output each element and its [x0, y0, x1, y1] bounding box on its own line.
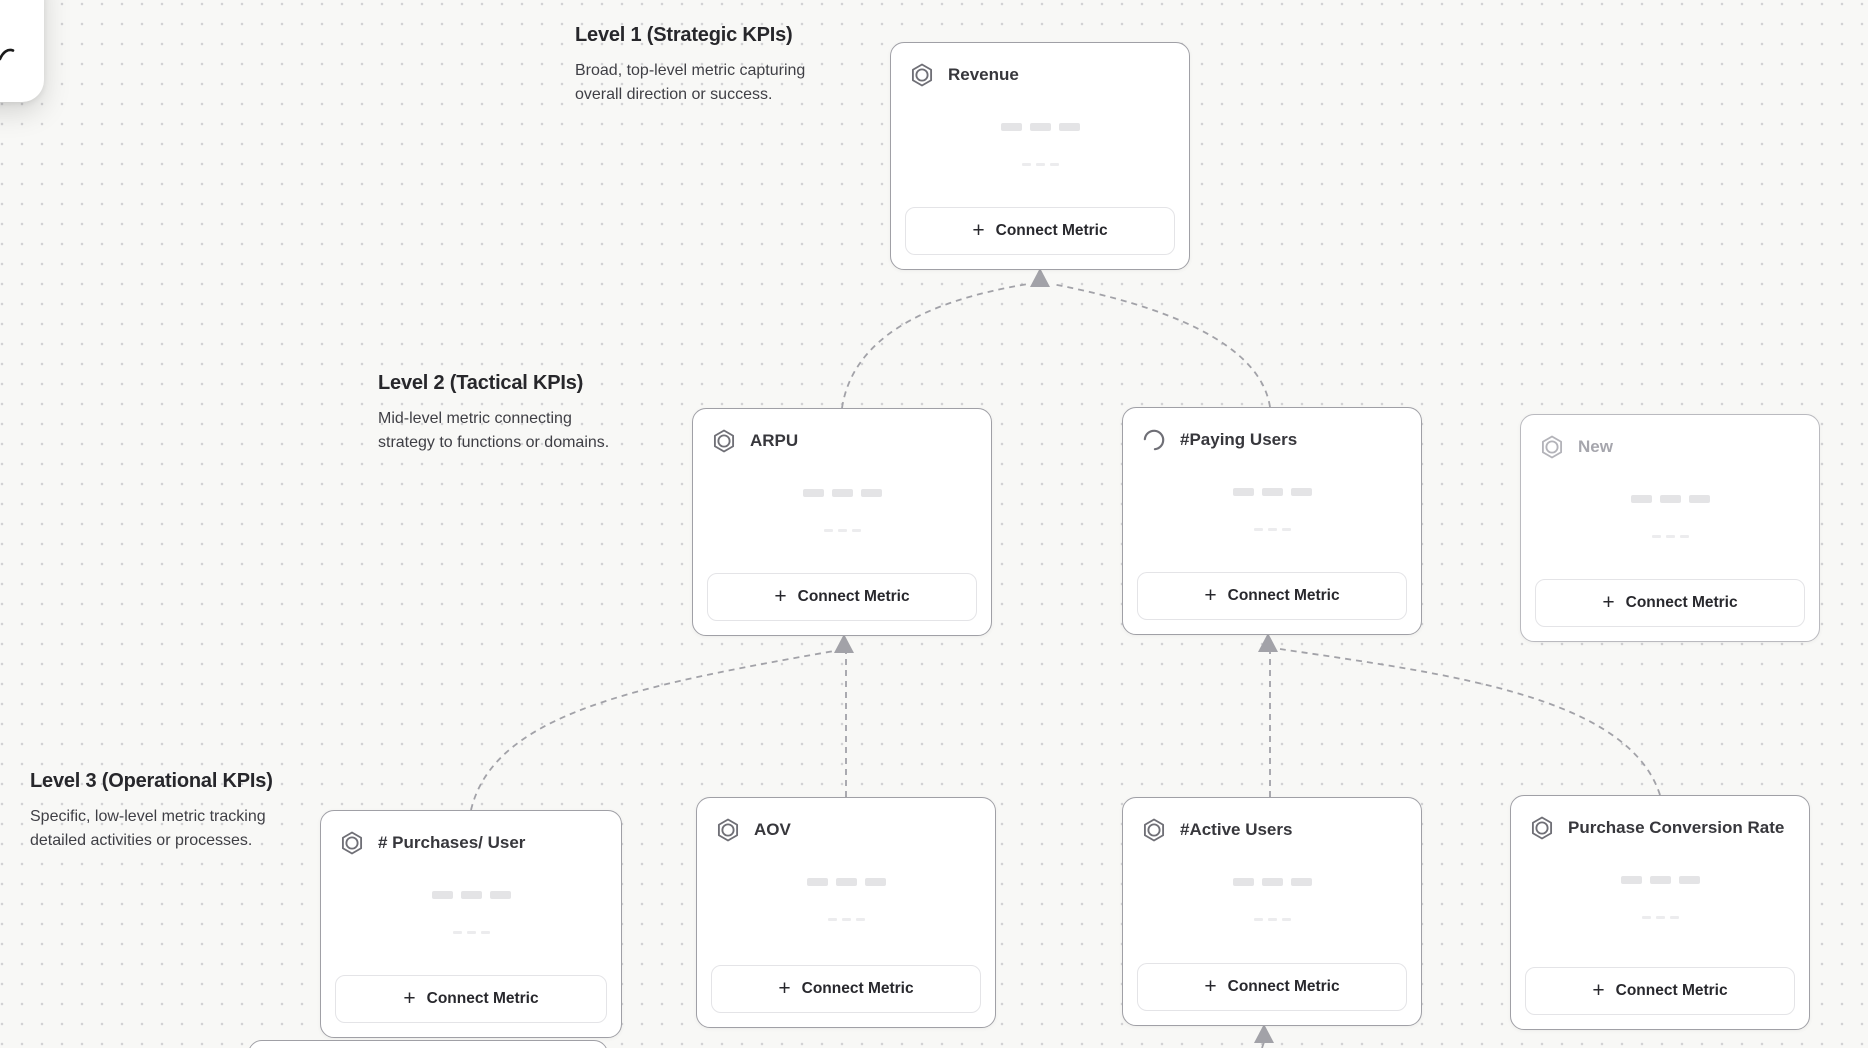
connect-metric-label: Connect Metric [995, 222, 1108, 239]
level-2-title: Level 2 (Tactical KPIs) [378, 372, 584, 394]
card-header: Revenue [891, 43, 1189, 88]
skeleton-placeholder [1123, 488, 1421, 496]
skeleton-placeholder [1511, 876, 1809, 884]
plus-icon: + [1602, 590, 1615, 614]
curved-arrow-icon [0, 48, 15, 61]
level-3-title: Level 3 (Operational KPIs) [30, 770, 273, 792]
connector-purchasesuser-to-arpu [470, 650, 835, 811]
metric-card-purchase-conversion-rate[interactable]: Purchase Conversion Rate + Connect Metri… [1510, 795, 1810, 1030]
connect-metric-button[interactable]: + Connect Metric [1137, 963, 1407, 1011]
metric-card-revenue[interactable]: Revenue + Connect Metric [890, 42, 1190, 270]
plus-icon: + [1204, 583, 1217, 607]
connect-metric-button[interactable]: + Connect Metric [905, 207, 1175, 255]
card-header: Purchase Conversion Rate [1511, 796, 1809, 841]
level-1-description-line2: overall direction or success. [575, 86, 773, 103]
plus-icon: + [403, 986, 416, 1010]
metric-hexagon-icon [1529, 815, 1555, 841]
connect-metric-button[interactable]: + Connect Metric [711, 965, 981, 1013]
connector-arpu-to-revenue [841, 283, 1029, 409]
card-header: # Purchases/ User [321, 811, 621, 856]
metric-card-new[interactable]: New + Connect Metric [1520, 414, 1820, 642]
card-title: New [1578, 437, 1613, 456]
metric-hexagon-icon [711, 428, 737, 454]
skeleton-placeholder [697, 918, 995, 921]
plus-icon: + [1592, 978, 1605, 1002]
metric-card-paying-users[interactable]: #Paying Users + Connect Metric [1122, 407, 1422, 635]
skeleton-placeholder [1521, 535, 1819, 538]
arrowhead-payingusers [1258, 633, 1278, 652]
skeleton-placeholder [1123, 918, 1421, 921]
connect-metric-label: Connect Metric [801, 980, 914, 997]
connect-metric-label: Connect Metric [1615, 982, 1728, 999]
arrowhead-revenue [1030, 268, 1050, 287]
metric-hexagon-icon [339, 830, 365, 856]
card-header: #Paying Users [1123, 408, 1421, 453]
arrowhead-arpu [834, 634, 854, 653]
plus-icon: + [1204, 974, 1217, 998]
level-1-description: Broad, top-level metric capturing overal… [575, 59, 805, 107]
skeleton-placeholder [891, 163, 1189, 166]
connect-metric-label: Connect Metric [1227, 587, 1340, 604]
card-title: AOV [754, 820, 791, 839]
level-3-description-line2: detailed activities or processes. [30, 832, 253, 849]
level-3-label: Level 3 (Operational KPIs) Specific, low… [30, 770, 273, 853]
connect-metric-button[interactable]: + Connect Metric [707, 573, 977, 621]
skeleton-placeholder [1123, 528, 1421, 531]
metric-hexagon-icon [1141, 817, 1167, 843]
card-title: #Active Users [1180, 820, 1293, 839]
metric-hexagon-icon [715, 817, 741, 843]
level-2-description: Mid-level metric connecting strategy to … [378, 407, 609, 455]
skeleton-placeholder [693, 489, 991, 497]
card-header: New [1521, 415, 1819, 460]
metric-hexagon-icon [909, 62, 935, 88]
metric-card-aov[interactable]: AOV + Connect Metric [696, 797, 996, 1028]
connect-metric-button[interactable]: + Connect Metric [335, 975, 607, 1023]
spinner-icon [1141, 427, 1167, 453]
connect-metric-button[interactable]: + Connect Metric [1535, 579, 1805, 627]
card-title: Revenue [948, 65, 1019, 84]
level-1-label: Level 1 (Strategic KPIs) Broad, top-leve… [575, 24, 805, 107]
skeleton-placeholder [891, 123, 1189, 131]
card-title: ARPU [750, 431, 799, 450]
metric-card-arpu[interactable]: ARPU + Connect Metric [692, 408, 992, 636]
card-header: AOV [697, 798, 995, 843]
skeleton-placeholder [1123, 878, 1421, 886]
card-title: #Paying Users [1180, 430, 1298, 449]
connect-metric-label: Connect Metric [797, 588, 910, 605]
connect-metric-label: Connect Metric [426, 990, 539, 1007]
plus-icon: + [774, 584, 787, 608]
connect-metric-button[interactable]: + Connect Metric [1137, 572, 1407, 620]
card-title: # Purchases/ User [378, 833, 526, 852]
level-3-description-line1: Specific, low-level metric tracking [30, 808, 266, 825]
plus-icon: + [972, 218, 985, 242]
skeleton-placeholder [321, 931, 621, 934]
level-3-description: Specific, low-level metric tracking deta… [30, 805, 273, 853]
level-1-title: Level 1 (Strategic KPIs) [575, 24, 793, 46]
level-1-description-line1: Broad, top-level metric capturing [575, 62, 806, 79]
skeleton-placeholder [693, 529, 991, 532]
metric-card-active-users[interactable]: #Active Users + Connect Metric [1122, 797, 1422, 1026]
metric-card-purchases-per-user[interactable]: # Purchases/ User + Connect Metric [320, 810, 622, 1038]
connect-metric-button[interactable]: + Connect Metric [1525, 967, 1795, 1015]
connect-metric-label: Connect Metric [1227, 978, 1340, 995]
card-header: ARPU [693, 409, 991, 454]
level-2-description-line2: strategy to functions or domains. [378, 434, 610, 451]
arrowhead-activeusers [1254, 1024, 1274, 1043]
skeleton-placeholder [1521, 495, 1819, 503]
skeleton-placeholder [321, 891, 621, 899]
connector-offscreen-to-activeusers [1261, 1041, 1265, 1048]
level-2-label: Level 2 (Tactical KPIs) Mid-level metric… [378, 372, 609, 455]
level-2-description-line1: Mid-level metric connecting [378, 410, 572, 427]
metric-hexagon-icon [1539, 434, 1565, 460]
card-title: Purchase Conversion Rate [1568, 818, 1785, 837]
card-header: #Active Users [1123, 798, 1421, 843]
connect-metric-label: Connect Metric [1625, 594, 1738, 611]
connector-payingusers-to-revenue [1051, 283, 1271, 408]
plus-icon: + [778, 976, 791, 1000]
connector-pcr-to-payingusers [1279, 648, 1661, 796]
metric-card-partial-offscreen[interactable] [248, 1040, 608, 1048]
skeleton-placeholder [1511, 916, 1809, 919]
skeleton-placeholder [697, 878, 995, 886]
